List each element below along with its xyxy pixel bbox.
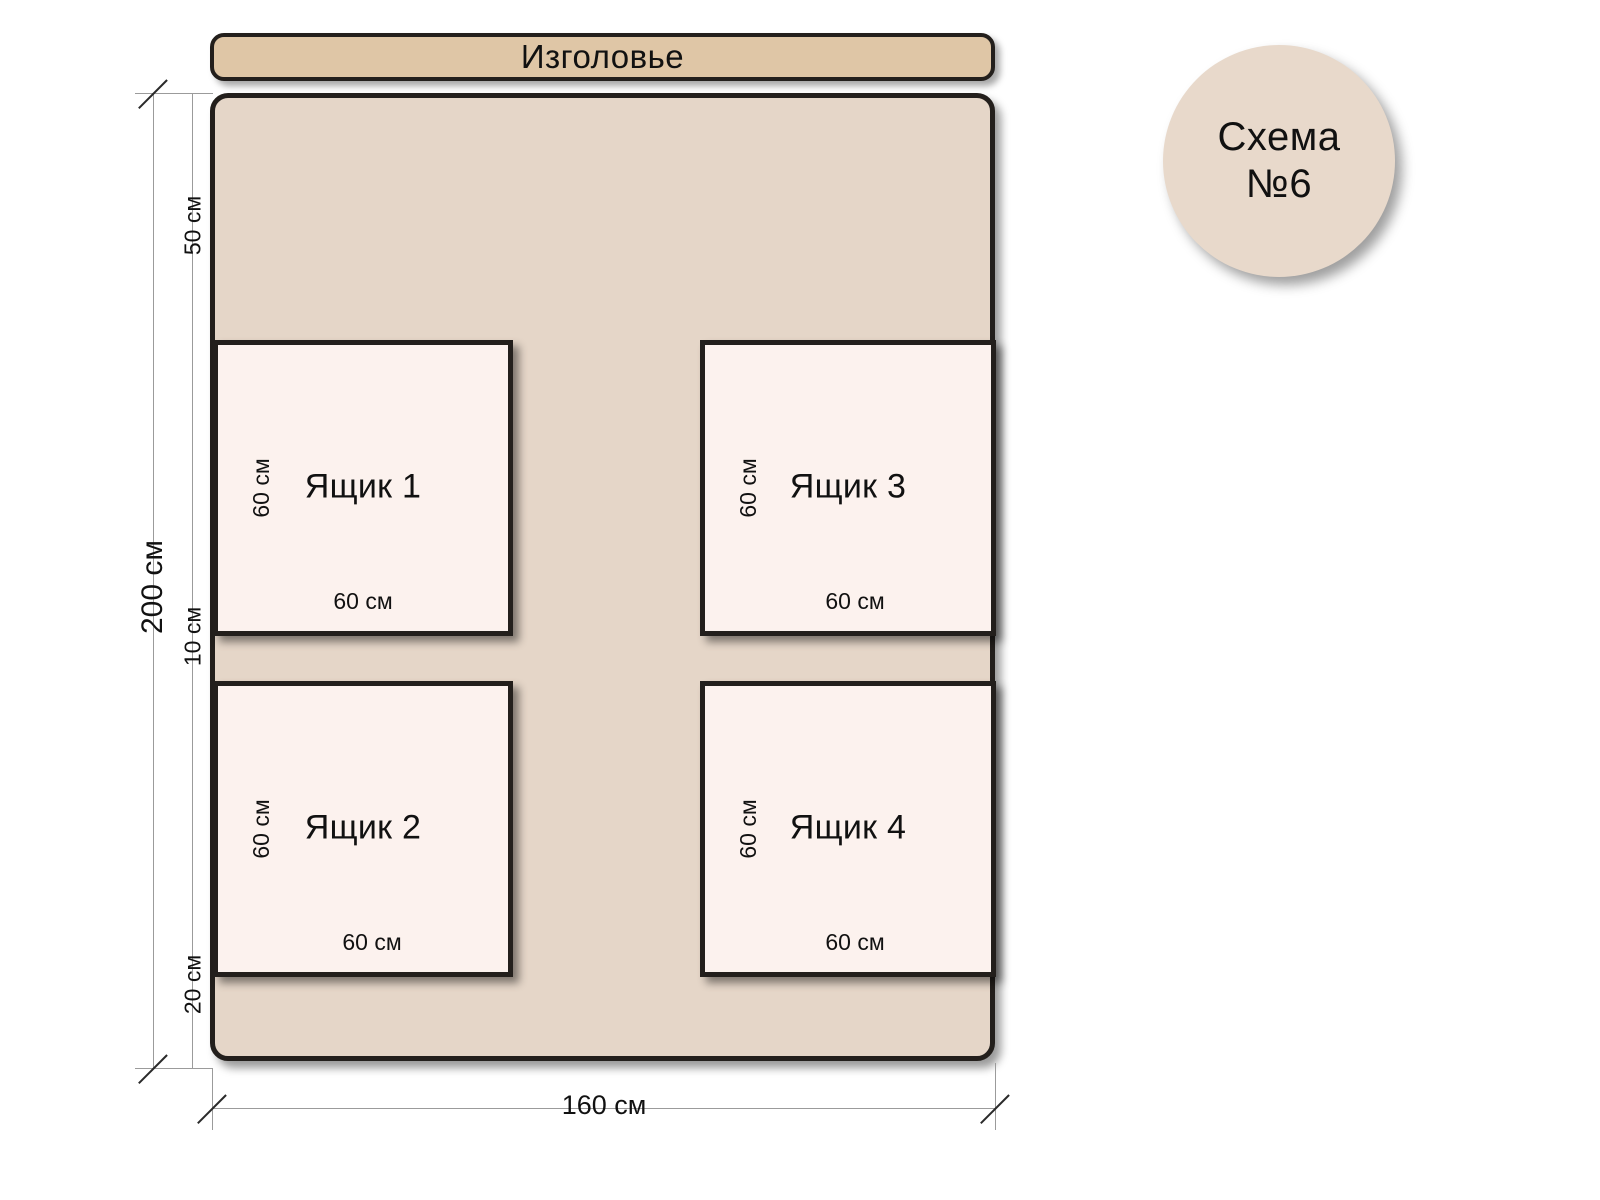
dimension-label-50cm: 50 см [179,195,206,256]
drawer-4-title: Ящик 4 [789,808,907,847]
scheme-badge: Схема №6 [1163,45,1395,277]
drawer-3[interactable]: 60 см Ящик 3 60 см [700,340,996,636]
dimension-label-20cm: 20 см [179,954,206,1015]
scheme-badge-line-1: Схема [1217,114,1341,159]
drawer-3-width-label: 60 см [825,588,885,614]
drawer-4-width-label: 60 см [825,929,885,955]
dimension-line-total-width [212,1108,996,1109]
drawer-1-title: Ящик 1 [304,467,422,506]
dimension-extension-bottom-left-vert [212,1068,213,1130]
dimension-label-total-height: 200 см [136,540,169,635]
drawer-2-width-label: 60 см [342,929,402,955]
dimension-line-inner-segments [192,93,193,1068]
drawer-2[interactable]: 60 см Ящик 2 60 см [213,681,513,977]
drawer-1-width-label: 60 см [333,588,393,614]
drawer-1[interactable]: 60 см Ящик 1 60 см [213,340,513,636]
dimension-line-total-height [153,93,154,1068]
headboard-label: Изголовье [520,38,685,75]
headboard-block: Изголовье [210,33,995,81]
dimension-extension-bottom-left [135,1068,213,1069]
drawer-3-title: Ящик 3 [789,467,907,506]
dimension-label-160cm: 160 см [561,1090,647,1120]
dimension-label-10cm: 10 см [179,606,206,667]
drawer-2-title: Ящик 2 [304,808,422,847]
scheme-badge-line-2: №6 [1245,162,1313,206]
drawer-4[interactable]: 60 см Ящик 4 60 см [700,681,996,977]
dimension-extension-bottom-right-vert [995,1063,996,1130]
dimension-extension-top [135,93,213,94]
